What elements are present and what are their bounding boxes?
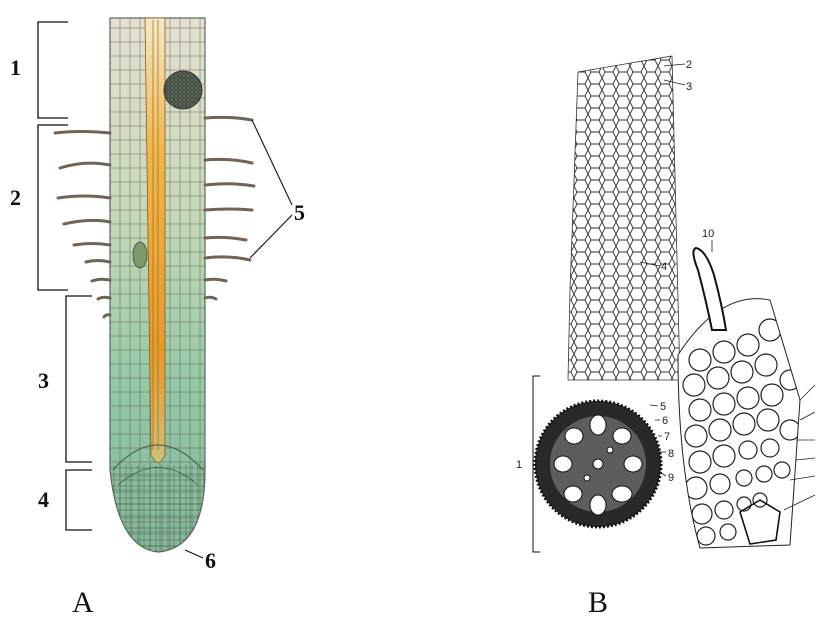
b-label-2: 2 [686,59,692,71]
b-label-5: 5 [660,401,666,413]
b-label-6: 6 [662,415,668,427]
panel-label-b: B [588,586,608,617]
zone-label-4: 4 [38,487,49,512]
b-label-4: 4 [661,261,667,273]
root-cross-section-drawing: 2 3 4 5 6 7 8 9 10 1 [516,50,815,552]
zone-label-1: 1 [10,55,21,80]
b-label-7: 7 [664,431,670,443]
root-tip-label: 6 [205,548,216,573]
panel-label-a: A [72,586,94,617]
zone-label-3: 3 [38,368,49,393]
enlarged-cortex [678,299,800,548]
zone-brackets [38,22,92,530]
b-label-9: 9 [668,472,674,484]
root-hair-cell [693,248,726,330]
root-longitudinal-drawing: 1 2 3 4 5 6 [10,16,305,573]
bracket-zone-4 [66,470,92,530]
bracket-zone-2 [38,125,68,290]
b-label-8: 8 [668,448,674,460]
bracket-zone-3 [66,296,92,462]
root-hairs-left [55,132,110,318]
bracket-zone-1 [38,22,68,118]
b-label-10: 10 [702,228,714,240]
b-label-1: 1 [516,459,522,471]
b-label-3: 3 [686,81,692,93]
lateral-root-primordium-small [133,242,147,268]
root-hair-label: 5 [294,200,305,225]
root-hairs-right [205,117,254,299]
zone-label-2: 2 [10,185,21,210]
